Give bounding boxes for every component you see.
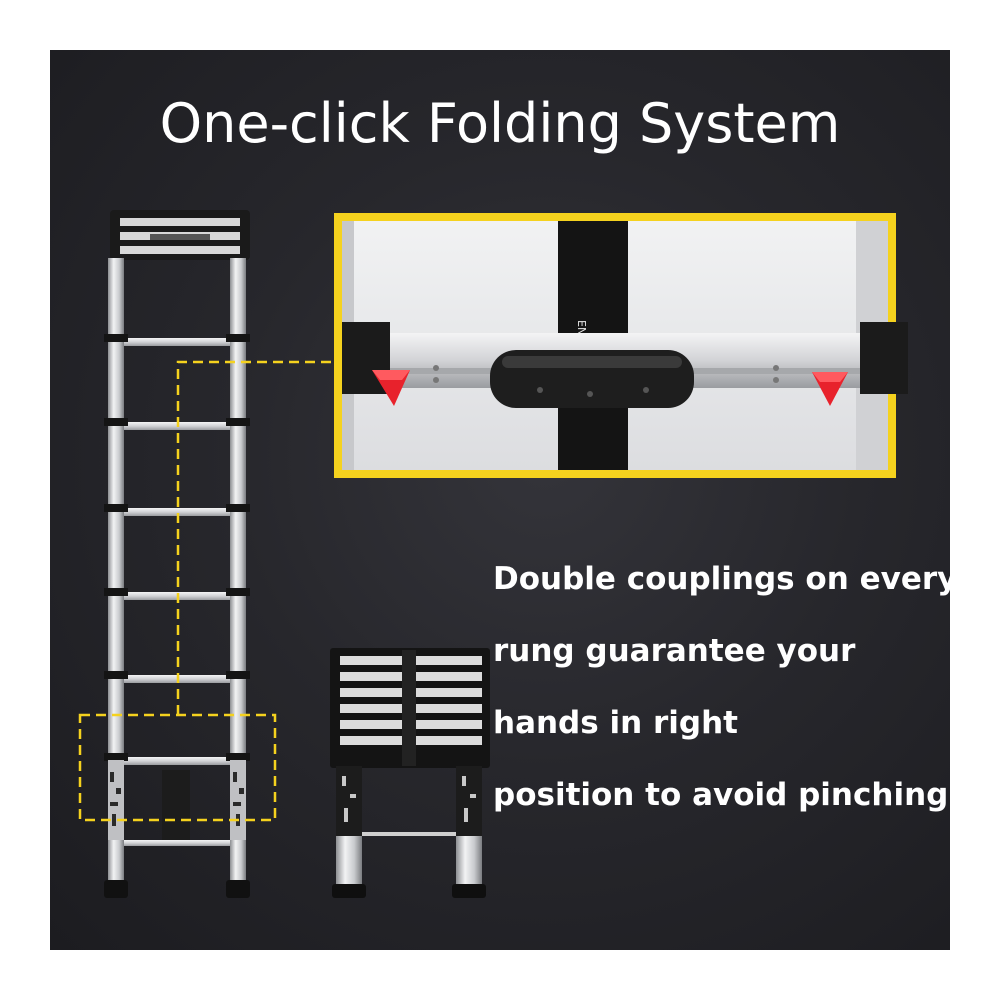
caption-line: hands in right [493, 705, 738, 741]
extended-ladder-image [104, 210, 250, 898]
highlight-connector [78, 360, 332, 822]
illustration: ENG [78, 210, 908, 898]
caption-line: position to avoid pinching [493, 777, 949, 813]
release-button-icon [372, 370, 848, 406]
coupling-closeup-image: ENG [334, 213, 908, 478]
banner-title: One-click Folding System [159, 92, 841, 155]
caption-line: rung guarantee your [493, 633, 856, 669]
product-banner: One-click Folding System [50, 50, 950, 950]
folded-ladder-image [330, 648, 490, 898]
caption-line: Double couplings on every [493, 561, 950, 597]
feature-caption: Double couplings on every rung guarantee… [493, 555, 950, 843]
